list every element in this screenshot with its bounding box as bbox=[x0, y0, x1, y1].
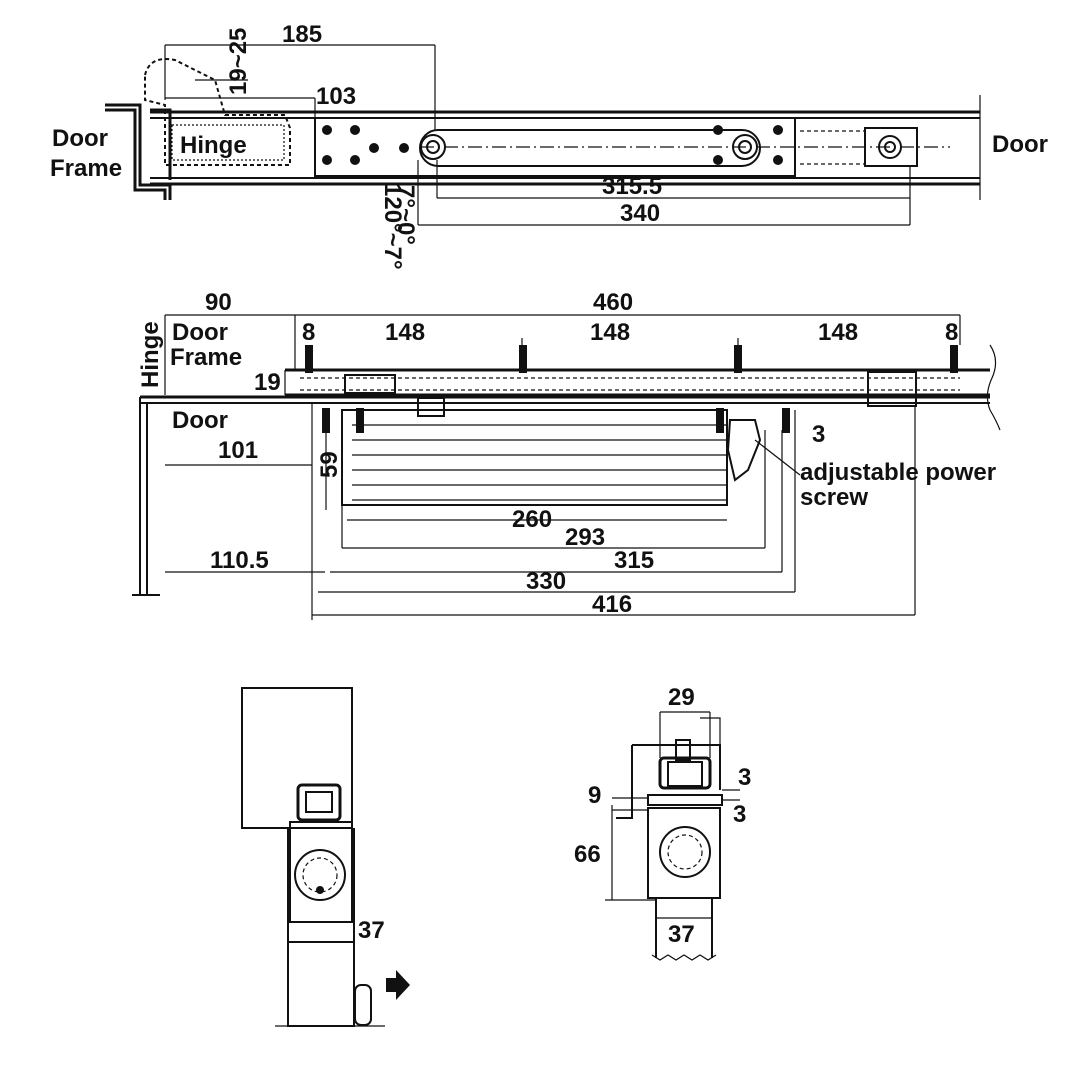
dim-185: 185 bbox=[282, 21, 322, 48]
dim-148-a: 148 bbox=[385, 319, 425, 346]
dim-3-side: 3 bbox=[812, 421, 825, 448]
label-door-frame-1: Door bbox=[52, 125, 108, 152]
hinge-inner bbox=[171, 124, 285, 161]
angle-open: 120°~7° bbox=[379, 183, 406, 270]
right-dim-66: 66 bbox=[574, 841, 601, 868]
dim-148-c: 148 bbox=[818, 319, 858, 346]
hinge-outline bbox=[144, 58, 291, 166]
door-frame-profile bbox=[105, 103, 172, 200]
dim-101: 101 bbox=[218, 437, 258, 464]
label-adjustable-2: screw bbox=[800, 484, 868, 511]
right-dim-3-bottom: 3 bbox=[733, 801, 746, 828]
dim-148-b: 148 bbox=[590, 319, 630, 346]
adjust-screw bbox=[726, 419, 762, 482]
closer-body bbox=[341, 409, 728, 506]
right-dim-3-top: 3 bbox=[738, 764, 751, 791]
angle-close: 7°~0° bbox=[392, 185, 419, 245]
dim-260: 260 bbox=[512, 506, 552, 533]
dim-8-left: 8 bbox=[302, 319, 315, 346]
dim-19-25: 19~25 bbox=[225, 28, 252, 95]
dim-90: 90 bbox=[205, 289, 232, 316]
dim-315: 315 bbox=[614, 547, 654, 574]
label-door: Door bbox=[992, 131, 1048, 158]
side-label-hinge: Hinge bbox=[137, 321, 164, 388]
dim-59: 59 bbox=[316, 451, 343, 478]
right-gear bbox=[659, 826, 711, 878]
section-left: 37 bbox=[241, 687, 410, 1027]
frame-screws bbox=[305, 345, 958, 373]
label-door-frame-2: Frame bbox=[50, 155, 122, 182]
section-right: 29 9 3 3 66 37 bbox=[574, 684, 751, 961]
side-label-door: Door bbox=[172, 407, 228, 434]
right-dim-37: 37 bbox=[668, 921, 695, 948]
right-dim-29: 29 bbox=[668, 684, 695, 711]
mounting-plate bbox=[314, 117, 796, 177]
dim-293: 293 bbox=[565, 524, 605, 551]
arrow-right-icon bbox=[386, 970, 410, 1000]
frame-section bbox=[241, 687, 353, 829]
slide-track bbox=[296, 783, 342, 822]
body-ribs bbox=[352, 424, 727, 501]
dim-315-5: 315.5 bbox=[602, 173, 662, 200]
dim-19: 19 bbox=[254, 369, 281, 396]
top-view: Door Frame Hinge Door 185 19~25 103 315.… bbox=[50, 21, 1048, 270]
right-dim-9: 9 bbox=[588, 782, 601, 809]
door-screws bbox=[322, 408, 790, 433]
side-label-door-frame-2: Frame bbox=[170, 344, 242, 371]
side-slide-block bbox=[867, 371, 917, 407]
left-dim-37: 37 bbox=[358, 917, 385, 944]
label-hinge: Hinge bbox=[180, 132, 247, 159]
dim-330: 330 bbox=[526, 568, 566, 595]
dim-110-5: 110.5 bbox=[210, 547, 269, 574]
slide-arm bbox=[419, 129, 761, 167]
right-closer bbox=[647, 807, 721, 899]
dim-8-right: 8 bbox=[945, 319, 958, 346]
gear bbox=[294, 849, 346, 901]
door-section bbox=[287, 941, 355, 1027]
side-label-door-frame-1: Door bbox=[172, 319, 228, 346]
closer-section bbox=[289, 821, 353, 923]
label-adjustable-1: adjustable power bbox=[800, 459, 996, 486]
dim-460: 460 bbox=[593, 289, 633, 316]
side-view: Hinge Door Frame Door adjustable power s… bbox=[132, 289, 1001, 620]
dim-416: 416 bbox=[592, 591, 632, 618]
dim-103: 103 bbox=[316, 83, 356, 110]
dim-340: 340 bbox=[620, 200, 660, 227]
